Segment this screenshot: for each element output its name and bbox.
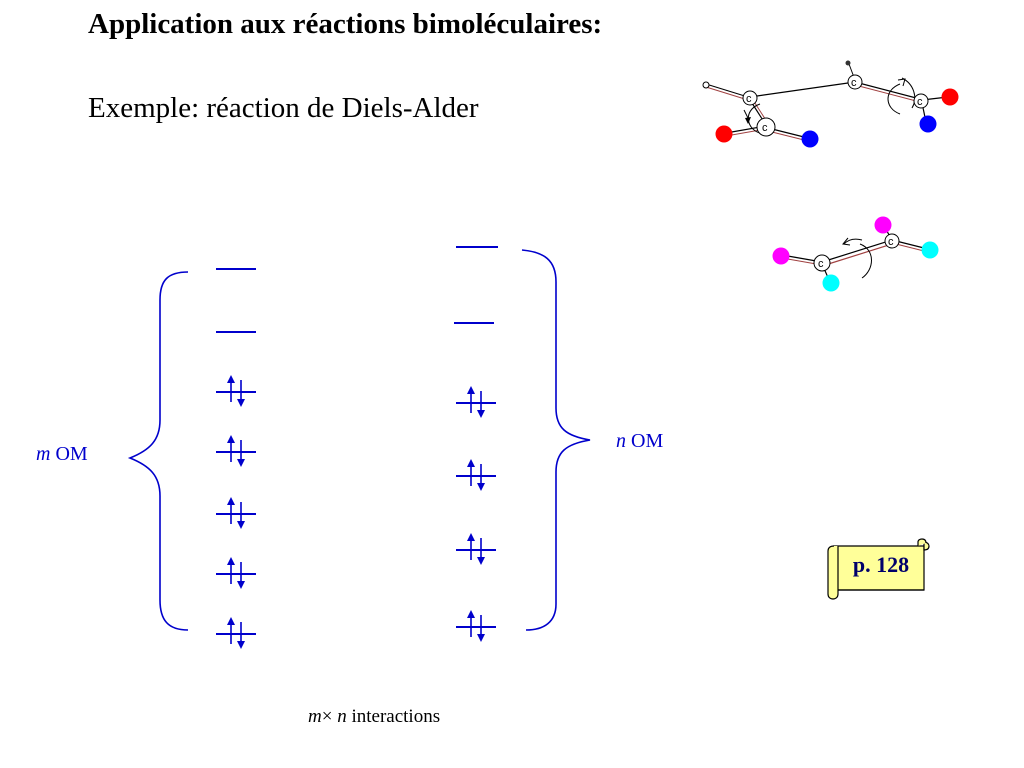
right-brace [521, 249, 591, 631]
orbital-level-filled [456, 386, 496, 418]
interactions-label: m× n interactions [308, 706, 440, 728]
red-substituent [941, 88, 959, 106]
slide-subtitle: Exemple: réaction de Diels-Alder [88, 92, 479, 124]
page-reference-scroll: p. 128 [826, 538, 930, 600]
red-substituent [715, 125, 733, 143]
right-column-levels [454, 246, 498, 642]
interactions-text: interactions [351, 706, 441, 727]
dienophile-molecule: c c [772, 216, 939, 292]
n-variable: n [616, 430, 626, 452]
cyan-substituent [822, 274, 840, 292]
carbon-label: c [746, 93, 752, 105]
times-symbol: × [321, 706, 333, 727]
blue-substituent [919, 115, 937, 133]
cyan-substituent [921, 241, 939, 259]
carbon-label: c [888, 236, 894, 248]
orbital-level-filled [456, 610, 496, 642]
m-variable: m [308, 706, 322, 727]
orbital-level-filled [216, 557, 256, 589]
carbon-label: c [762, 122, 768, 134]
m-variable: m [36, 443, 51, 465]
carbon-label: c [818, 258, 824, 270]
om-text: OM [631, 430, 664, 452]
om-text: OM [55, 443, 88, 465]
magenta-substituent [772, 247, 790, 265]
slide-title: Application aux réactions bimoléculaires… [88, 8, 603, 40]
orbital-level-filled [216, 375, 256, 407]
carbon-label: c [917, 96, 923, 108]
left-brace [127, 271, 189, 631]
left-column-levels [216, 268, 256, 649]
orbital-level-filled [216, 617, 256, 649]
magenta-substituent [874, 216, 892, 234]
blue-substituent [801, 130, 819, 148]
orbital-level-filled [216, 435, 256, 467]
n-om-label: n OM [616, 430, 663, 453]
scroll-icon [827, 538, 930, 600]
n-variable: n [337, 706, 347, 727]
diene-molecule: c c c c [702, 60, 959, 148]
carbon-label: c [851, 77, 857, 89]
orbital-level-filled [456, 459, 496, 491]
orbital-level-filled [456, 533, 496, 565]
orbital-level-filled [216, 497, 256, 529]
page-number: p. 128 [852, 552, 910, 577]
m-om-label: m OM [36, 443, 88, 466]
